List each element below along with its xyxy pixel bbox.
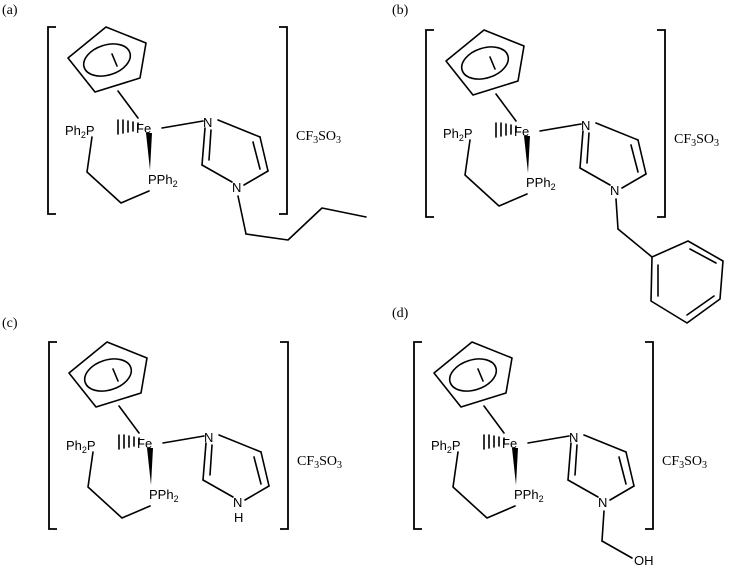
fe-atom-label: Fe — [137, 436, 152, 451]
panel-a: (a) Fe N N Ph2P PPh2 CF3SO3 — [2, 3, 367, 241]
panel-label: (d) — [392, 306, 409, 321]
pph2-label: PPh2 — [149, 487, 179, 504]
panel-label: (b) — [392, 3, 409, 18]
fe-atom-label: Fe — [136, 121, 151, 136]
benzyl-group — [615, 198, 724, 324]
counterion-label: CF3SO3 — [662, 454, 707, 471]
ph2p-label: Ph2P — [66, 438, 96, 455]
n-substituted-label: N — [598, 495, 607, 510]
counterion-label: CF3SO3 — [296, 129, 341, 146]
n-substituted-label: N — [610, 183, 619, 198]
nh-hydrogen-label: H — [234, 510, 243, 525]
hydroxymethyl-group — [601, 510, 633, 559]
ph2p-label: Ph2P — [65, 123, 95, 140]
pph2-label: PPh2 — [514, 487, 544, 504]
fe-atom-label: Fe — [502, 436, 517, 451]
hydroxyl-label: OH — [634, 553, 654, 568]
n-coordinating-label: N — [569, 430, 578, 445]
panel-d: (d) Fe N N OH Ph2P PPh2 CF3SO3 — [392, 306, 707, 568]
n-coordinating-label: N — [204, 430, 213, 445]
panel-label: (c) — [2, 316, 18, 331]
pph2-label: PPh2 — [526, 175, 556, 192]
panel-b: (b) Fe N N Ph2P PPh2 CF3SO3 — [392, 3, 724, 324]
nh-nitrogen-label: N — [233, 495, 242, 510]
n-coordinating-label: N — [581, 118, 590, 133]
pph2-label: PPh2 — [148, 172, 178, 189]
fe-atom-label: Fe — [514, 124, 529, 139]
ph2p-label: Ph2P — [443, 126, 473, 143]
counterion-label: CF3SO3 — [674, 132, 719, 149]
ph2p-label: Ph2P — [431, 438, 461, 455]
panel-label: (a) — [2, 3, 18, 18]
n-substituted-label: N — [232, 180, 241, 195]
n-coordinating-label: N — [203, 115, 212, 130]
butyl-chain — [237, 195, 367, 241]
counterion-label: CF3SO3 — [297, 454, 342, 471]
panel-c: (c) Fe N N H Ph2P PPh2 CF3SO3 — [2, 316, 342, 530]
